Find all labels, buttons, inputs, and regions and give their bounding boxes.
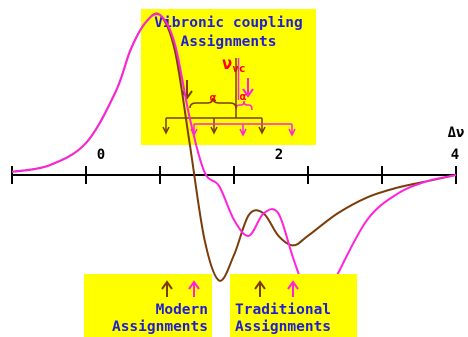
- modern-line1: Modern: [156, 302, 208, 318]
- modern-line2: Assignments: [112, 319, 208, 335]
- traditional-up-arrow-magenta: [287, 280, 299, 297]
- modern-up-arrow-brown: [161, 280, 173, 297]
- alpha-brace-right: [235, 100, 253, 111]
- alpha-brace-left: [189, 97, 237, 109]
- delta-nu-axis-label: Δν: [448, 125, 465, 141]
- curve-traditional: [11, 12, 457, 309]
- vibronic-title-line2: Assignments: [180, 34, 276, 50]
- x-tick-label-0: 0: [97, 147, 105, 163]
- traditional-up-arrow-brown: [254, 280, 266, 297]
- nu-symbol: ν: [222, 54, 232, 74]
- x-tick-label-4: 4: [451, 147, 459, 163]
- x-axis-ticks: [11, 166, 457, 184]
- vibronic-down-arrow-magenta: [242, 78, 254, 98]
- traditional-line1: Traditional: [235, 302, 331, 318]
- alpha-label-2: α: [240, 90, 247, 103]
- modern-box: [84, 274, 212, 337]
- vibronic-down-arrow-brown: [181, 80, 193, 100]
- x-tick-label-2: 2: [275, 147, 283, 163]
- modern-up-arrow-magenta: [188, 280, 200, 297]
- alpha-label-1: α: [210, 91, 217, 104]
- vibronic-title-line1: Vibronic coupling: [154, 15, 302, 31]
- traditional-line2: Assignments: [235, 319, 331, 335]
